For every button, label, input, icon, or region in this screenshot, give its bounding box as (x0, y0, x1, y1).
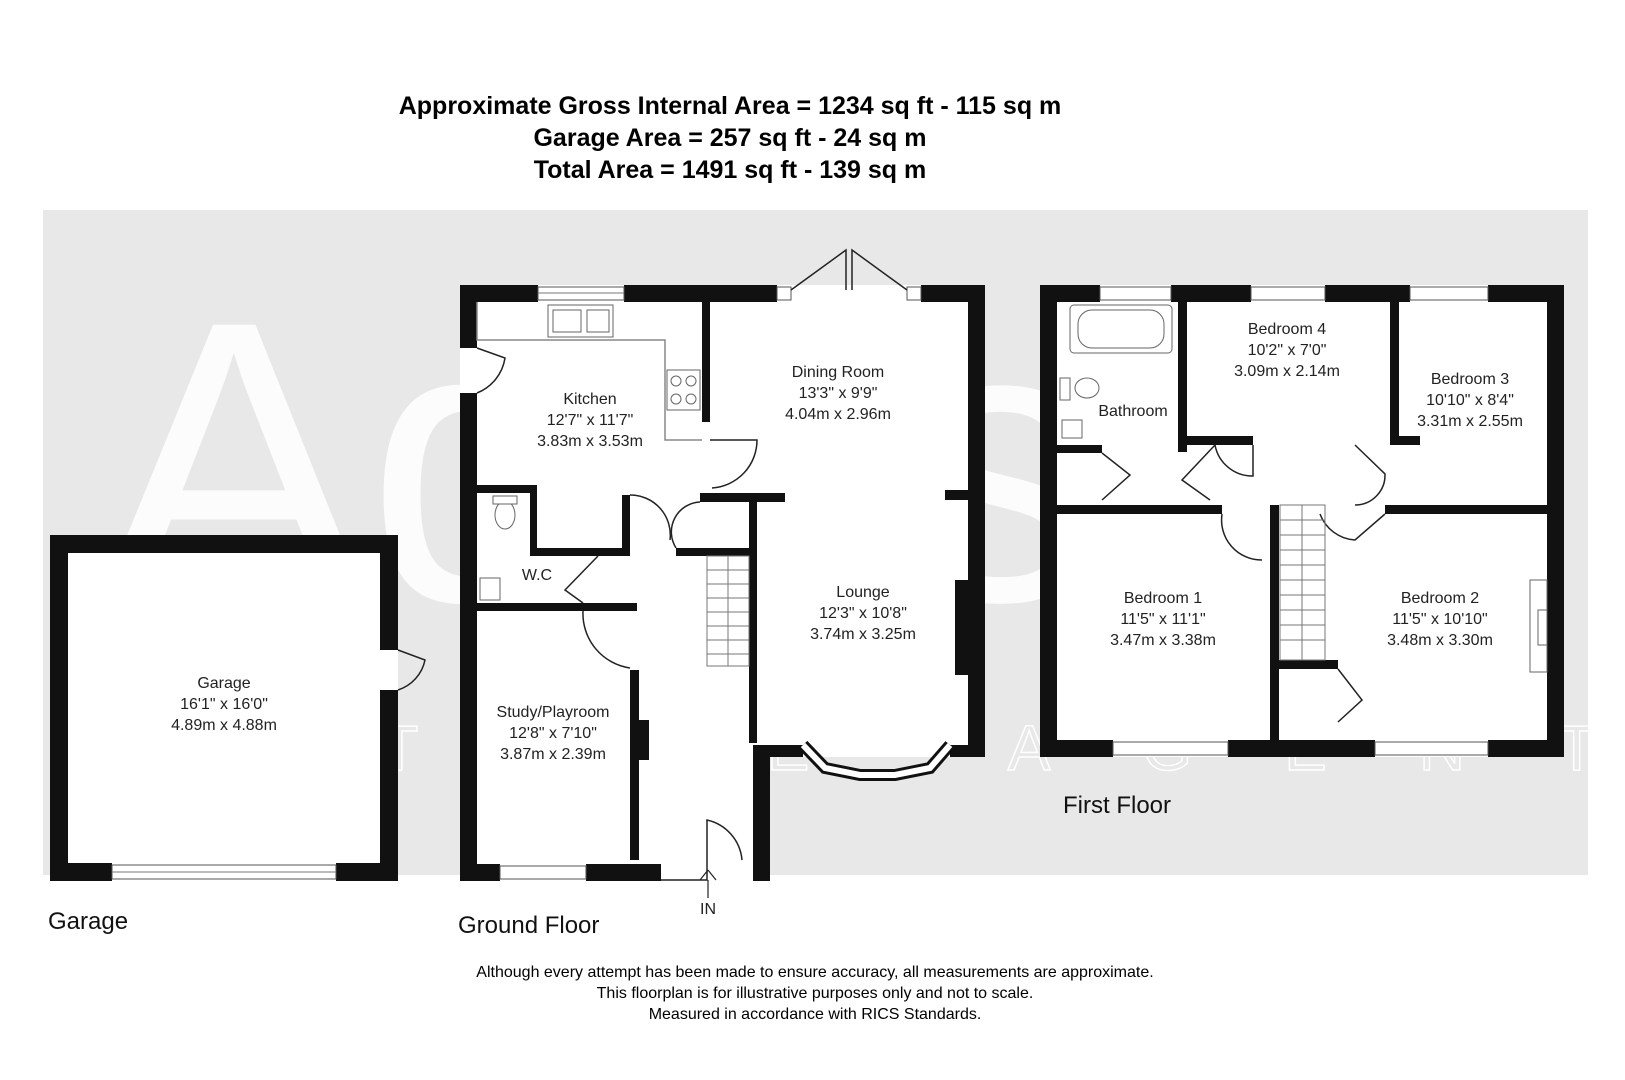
floor-label-first: First Floor (1063, 792, 1171, 819)
disclaimer: Although every attempt has been made to … (420, 962, 1210, 1025)
room-dining-imperial: 13'3" x 9'9" (799, 385, 878, 402)
floor-label-garage: Garage (48, 908, 128, 935)
room-bedroom4: Bedroom 4 10'2" x 7'0" 3.09m x 2.14m (1234, 321, 1340, 380)
entrance-label: IN (700, 901, 716, 918)
room-lounge-metric: 3.74m x 3.25m (810, 626, 916, 643)
garage-building (50, 535, 426, 881)
room-bedroom1-metric: 3.47m x 3.38m (1110, 632, 1216, 649)
disclaimer-line-1: Although every attempt has been made to … (476, 964, 1154, 981)
area-summary: Approximate Gross Internal Area = 1234 s… (380, 90, 1080, 186)
room-kitchen-metric: 3.83m x 3.53m (537, 433, 643, 450)
room-bedroom3-metric: 3.31m x 2.55m (1417, 413, 1523, 430)
room-bedroom3: Bedroom 3 10'10" x 8'4" 3.31m x 2.55m (1417, 371, 1523, 430)
room-bedroom1: Bedroom 1 11'5" x 11'1" 3.47m x 3.38m (1110, 590, 1216, 649)
room-lounge-name: Lounge (836, 584, 889, 601)
room-bedroom4-imperial: 10'2" x 7'0" (1248, 342, 1327, 359)
room-dining-metric: 4.04m x 2.96m (785, 406, 891, 423)
gross-internal-area: Approximate Gross Internal Area = 1234 s… (398, 92, 1062, 120)
room-bedroom4-name: Bedroom 4 (1248, 321, 1326, 338)
room-bedroom2-imperial: 11'5" x 10'10" (1392, 611, 1487, 628)
room-bedroom1-imperial: 11'5" x 11'1" (1120, 611, 1205, 628)
room-kitchen: Kitchen 12'7" x 11'7" 3.83m x 3.53m (537, 391, 643, 450)
total-area: Total Area = 1491 sq ft - 139 sq m (533, 156, 927, 184)
room-garage-metric: 4.89m x 4.88m (171, 717, 277, 734)
room-bedroom2-metric: 3.48m x 3.30m (1387, 632, 1493, 649)
room-bedroom2-name: Bedroom 2 (1401, 590, 1479, 607)
room-garage-name: Garage (197, 675, 250, 692)
room-bedroom3-name: Bedroom 3 (1431, 371, 1509, 388)
room-bedroom2: Bedroom 2 11'5" x 10'10" 3.48m x 3.30m (1387, 590, 1493, 649)
room-bedroom4-metric: 3.09m x 2.14m (1234, 363, 1340, 380)
room-kitchen-name: Kitchen (563, 391, 616, 408)
room-garage-imperial: 16'1" x 16'0" (180, 696, 268, 713)
room-dining-name: Dining Room (792, 364, 884, 381)
room-wc: W.C (522, 567, 552, 584)
room-garage: Garage 16'1" x 16'0" 4.89m x 4.88m (171, 675, 277, 734)
room-study-imperial: 12'8" x 7'10" (509, 725, 597, 742)
room-lounge: Lounge 12'3" x 10'8" 3.74m x 3.25m (810, 584, 916, 643)
room-study-name: Study/Playroom (497, 704, 610, 721)
room-study-metric: 3.87m x 2.39m (500, 746, 606, 763)
garage-area: Garage Area = 257 sq ft - 24 sq m (533, 124, 927, 152)
disclaimer-line-3: Measured in accordance with RICS Standar… (648, 1006, 982, 1023)
room-bathroom-name: Bathroom (1098, 403, 1167, 420)
room-study: Study/Playroom 12'8" x 7'10" 3.87m x 2.3… (497, 704, 610, 763)
disclaimer-line-2: This floorplan is for illustrative purpo… (596, 985, 1034, 1002)
room-lounge-imperial: 12'3" x 10'8" (819, 605, 907, 622)
room-wc-name: W.C (522, 567, 552, 584)
room-kitchen-imperial: 12'7" x 11'7" (547, 412, 634, 429)
floor-label-ground: Ground Floor (458, 912, 599, 939)
first-floor-plan (1040, 285, 1564, 757)
room-bathroom: Bathroom (1098, 403, 1167, 420)
room-bedroom1-name: Bedroom 1 (1124, 590, 1202, 607)
room-bedroom3-imperial: 10'10" x 8'4" (1426, 392, 1514, 409)
ground-floor-plan (460, 248, 985, 898)
room-dining: Dining Room 13'3" x 9'9" 4.04m x 2.96m (785, 364, 891, 423)
